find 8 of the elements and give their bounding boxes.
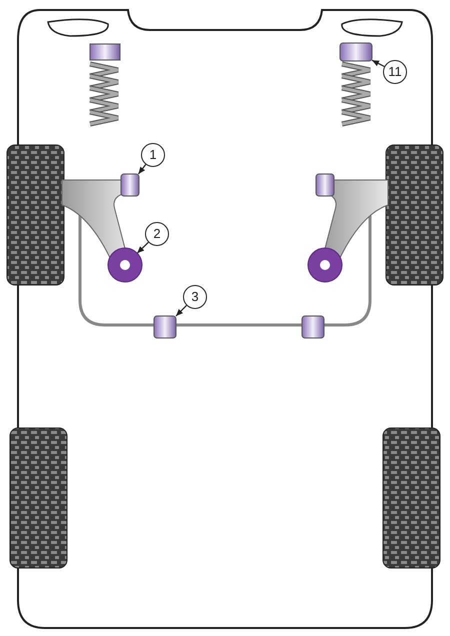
leader-line xyxy=(138,164,146,174)
bushing xyxy=(340,42,372,62)
leader-line xyxy=(176,305,187,316)
bushing xyxy=(154,316,176,338)
leader-line xyxy=(136,242,149,254)
leader-line xyxy=(372,60,385,68)
bushing xyxy=(120,174,140,196)
bushing xyxy=(108,248,142,282)
